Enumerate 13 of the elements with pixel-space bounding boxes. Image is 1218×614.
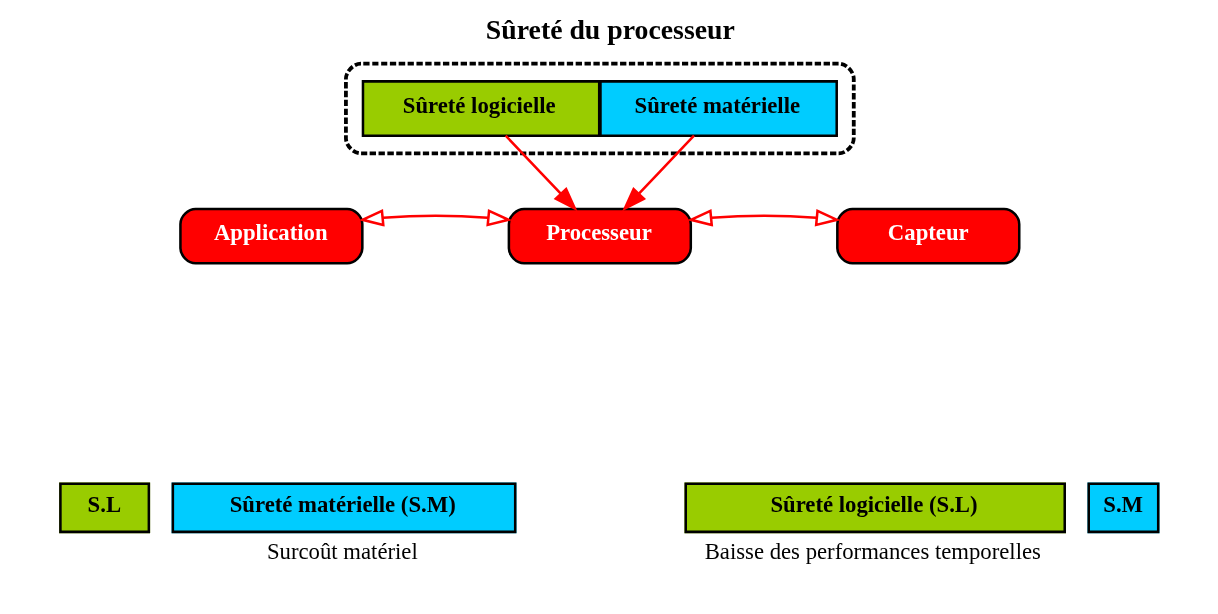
node-box: Sûreté matérielle (599, 80, 838, 137)
node-label: Surcoût matériel (266, 538, 418, 564)
node-box: Sûreté logicielle (361, 80, 601, 137)
cluster (344, 61, 856, 156)
diagram-title: Sûreté du processeur (485, 14, 735, 46)
node-box: Processeur (507, 207, 693, 265)
node-label: Baisse des performances temporelles (704, 538, 1041, 564)
node-box: Application (179, 207, 364, 265)
arrow (358, 208, 513, 227)
arrow (504, 134, 578, 212)
arrow (687, 208, 841, 227)
node-box: Capteur (836, 207, 1021, 265)
arrow (622, 134, 695, 212)
